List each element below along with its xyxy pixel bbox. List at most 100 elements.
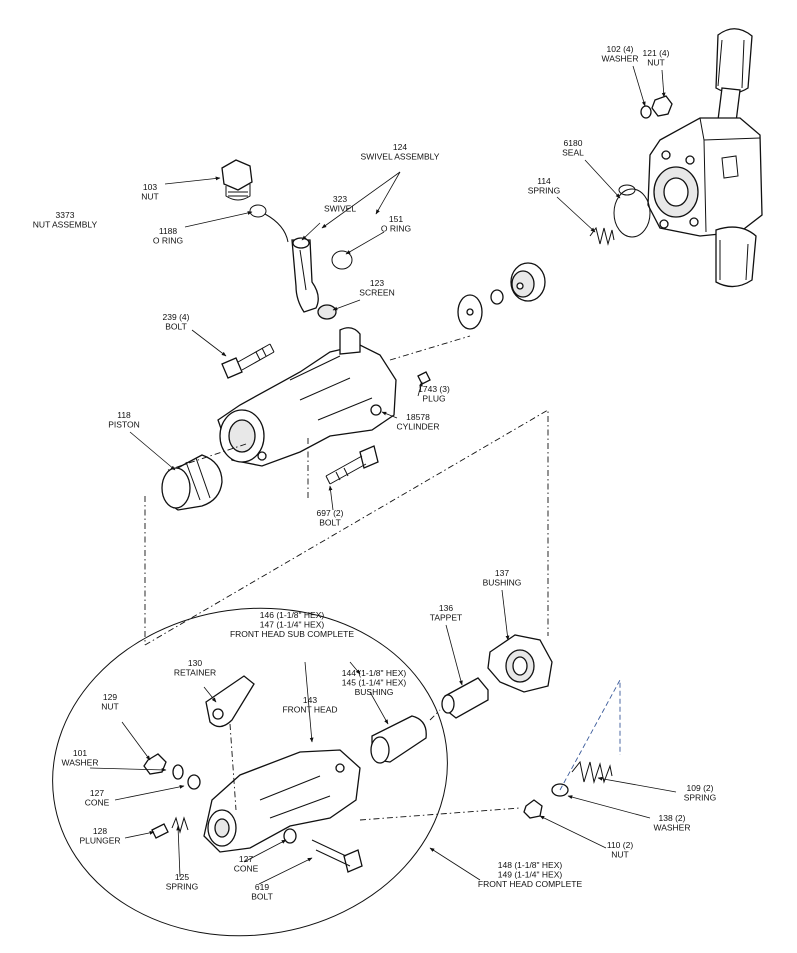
callout-line: 147 (1-1/4" HEX) (260, 620, 325, 630)
callout-label-138: 138 (2)WASHER (654, 813, 691, 833)
callout-line: 125 (175, 872, 189, 882)
callout-line: CONE (85, 798, 110, 808)
callout-line: BOLT (251, 892, 273, 902)
callout-line: NUT (611, 850, 628, 860)
callout-line: 110 (2) (607, 840, 633, 850)
callout-line: 239 (4) (163, 312, 190, 322)
callout-line: O RING (381, 224, 411, 234)
front-head-drawing (52, 607, 448, 937)
callout-label-697: 697 (2)BOLT (317, 508, 344, 528)
callout-line: 1188 (159, 226, 178, 236)
callout-line: 138 (2) (659, 813, 686, 823)
callout-line: 109 (2) (687, 783, 714, 793)
callout-label-110: 110 (2)NUT (607, 840, 633, 860)
callout-line: 121 (4) (643, 48, 670, 58)
callout-line: 146 (1-1/8" HEX) (260, 610, 325, 620)
callout-label-144: 144 (1-1/8" HEX)145 (1-1/4" HEX)BUSHING (342, 668, 407, 697)
callout-line: TAPPET (430, 613, 462, 623)
callout-line: 144 (1-1/8" HEX) (342, 668, 407, 678)
callout-line: BUSHING (355, 687, 394, 697)
callout-line: 137 (495, 568, 509, 578)
callout-line: 148 (1-1/8" HEX) (498, 860, 563, 870)
callout-line: BOLT (165, 322, 187, 332)
piston-drawing (161, 454, 223, 511)
callout-line: NUT (647, 58, 664, 68)
callout-line: 3373 (56, 210, 75, 220)
callout-line: 103 (143, 182, 157, 192)
callout-line: 323 (333, 194, 347, 204)
cylinder-drawing (217, 327, 431, 485)
callout-line: 127 (90, 788, 104, 798)
nut-swivel-drawing (221, 159, 353, 320)
callout-line: 697 (2) (317, 508, 344, 518)
callout-label-102: 102 (4)WASHER (602, 44, 639, 64)
callout-line: PISTON (108, 420, 140, 430)
callout-line: 124 (393, 142, 407, 152)
callout-line: 129 (103, 692, 117, 702)
callout-line: O RING (153, 236, 183, 246)
valve-assembly-drawing (589, 28, 763, 288)
callout-line: CONE (234, 864, 259, 874)
callout-line: BUSHING (483, 578, 522, 588)
callout-line: FRONT HEAD SUB COMPLETE (230, 629, 354, 639)
callout-line: 145 (1-1/4" HEX) (342, 678, 407, 688)
callout-line: CYLINDER (397, 422, 440, 432)
callout-line: BOLT (319, 518, 341, 528)
disk-parts-drawing (457, 262, 546, 330)
callout-label-109: 109 (2)SPRING (684, 783, 717, 803)
callout-line: 128 (93, 826, 107, 836)
callout-line: SPRING (684, 793, 717, 803)
callout-line: 151 (389, 214, 403, 224)
callout-line: 136 (439, 603, 453, 613)
callout-line: 149 (1-1/4" HEX) (498, 870, 563, 880)
callout-label-146: 146 (1-1/8" HEX)147 (1-1/4" HEX)FRONT HE… (230, 610, 354, 639)
callout-line: 102 (4) (607, 44, 634, 54)
callout-line: 1743 (3) (418, 384, 450, 394)
leader-arrows (89, 65, 677, 885)
callout-line: PLUG (422, 394, 445, 404)
callout-line: NUT (101, 702, 118, 712)
callout-line: 118 (117, 410, 131, 420)
alignment-lines (144, 335, 621, 821)
callout-line: 18578 (406, 412, 430, 422)
callout-line: NUT (141, 192, 158, 202)
callout-line: FRONT HEAD (282, 705, 337, 715)
callout-line: 130 (188, 658, 202, 668)
callout-line: SWIVEL ASSEMBLY (361, 152, 440, 162)
callout-line: 619 (255, 882, 269, 892)
callout-line: PLUNGER (79, 836, 120, 846)
callout-line: 127 (239, 854, 253, 864)
callout-label-148: 148 (1-1/8" HEX)149 (1-1/4" HEX)FRONT HE… (478, 860, 583, 889)
callout-label-1743: 1743 (3)PLUG (418, 384, 450, 404)
callout-line: WASHER (602, 54, 639, 64)
callout-label-239: 239 (4)BOLT (163, 312, 190, 332)
callout-line: FRONT HEAD COMPLETE (478, 879, 583, 889)
callout-line: WASHER (654, 823, 691, 833)
callout-line: SWIVEL (324, 204, 356, 214)
callout-line: 143 (303, 695, 317, 705)
callout-line: NUT ASSEMBLY (33, 220, 98, 230)
callout-label-121: 121 (4)NUT (643, 48, 670, 68)
callout-line: 114 (537, 176, 551, 186)
callout-line: SPRING (528, 186, 561, 196)
